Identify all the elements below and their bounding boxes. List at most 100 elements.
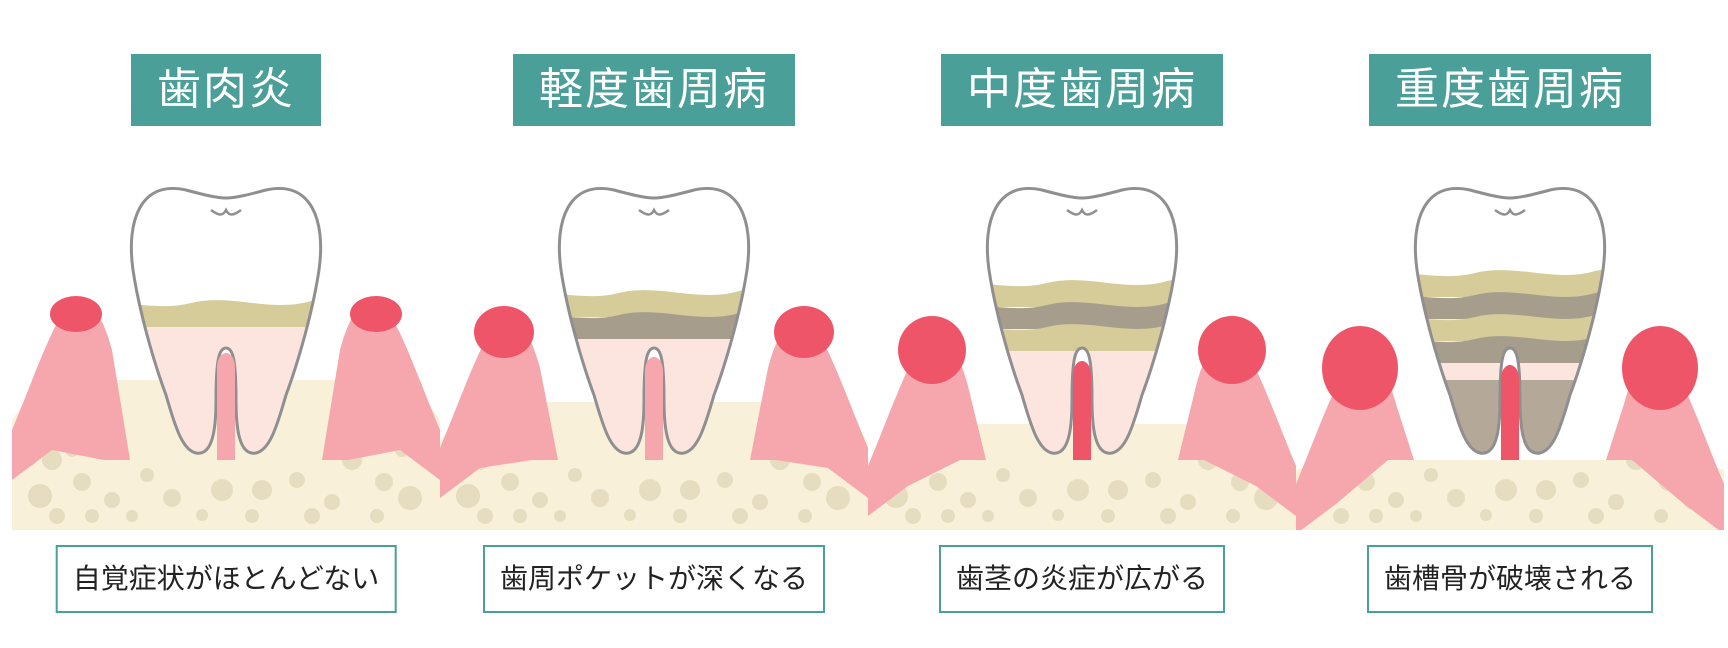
gum-inflammation-right	[1198, 316, 1266, 384]
stage-caption: 自覚症状がほとんどない	[55, 545, 397, 613]
bone-spot	[982, 510, 994, 522]
gum-inflammation-right	[774, 306, 834, 358]
gum-inflammation-left	[1322, 326, 1398, 410]
bone-spot	[85, 509, 99, 523]
bone-spot	[996, 468, 1010, 482]
bone-spot	[673, 509, 687, 523]
bone-spot	[104, 492, 120, 508]
bone-spot	[960, 492, 976, 508]
bone-spot	[324, 494, 340, 510]
tartar-band	[559, 311, 749, 339]
bone-spot	[375, 473, 393, 491]
stage-title: 重度歯周病	[1369, 54, 1651, 126]
bone-spot	[1226, 509, 1240, 523]
gum-left	[440, 319, 558, 530]
bone-spot	[1067, 479, 1089, 501]
tartar-band	[1415, 269, 1605, 297]
tartar-band	[559, 289, 749, 317]
gum-left	[868, 337, 986, 530]
gum-right	[1178, 337, 1296, 530]
bone-spot	[803, 473, 821, 491]
bone-spot	[826, 486, 850, 510]
gum-right	[322, 301, 440, 530]
bone-spot	[798, 509, 812, 523]
bone-spot	[752, 494, 768, 510]
crown-groove	[638, 207, 670, 216]
bone-spot	[1108, 480, 1128, 500]
bone-spot	[1495, 479, 1517, 501]
stage-panel-moderate: 中度歯周病 歯茎の炎症が広がる	[868, 0, 1296, 648]
bone-spot	[28, 484, 52, 508]
bone-spot	[456, 484, 480, 508]
bone-spot	[398, 486, 422, 510]
bone-spot	[717, 472, 733, 488]
bone-spot	[1573, 472, 1589, 488]
bone-spot	[1145, 472, 1161, 488]
crown-groove	[210, 207, 242, 216]
tartar-band	[987, 279, 1177, 307]
tooth-outline	[1413, 187, 1607, 455]
interdental-gum	[217, 353, 235, 460]
gum-layer	[440, 306, 868, 530]
interdental-gum	[645, 357, 663, 460]
bone-spot	[1480, 509, 1492, 521]
bone-spot	[929, 473, 947, 491]
stage-title: 歯肉炎	[131, 54, 321, 126]
bone-spot	[1160, 508, 1176, 524]
bone-spot	[211, 479, 233, 501]
gum-left	[12, 301, 130, 530]
tartar-band	[987, 301, 1177, 329]
bone-spot	[905, 508, 921, 524]
bone-spot	[1608, 494, 1624, 510]
tooth-outline	[557, 187, 751, 455]
bone-spot	[1424, 468, 1438, 482]
gum-inflammation-right	[1622, 326, 1698, 410]
bone-spot	[941, 509, 955, 523]
bone-spot	[680, 480, 700, 500]
bone-spot	[1654, 509, 1668, 523]
stage-panel-severe: 重度歯周病 歯槽骨が破壊される	[1296, 0, 1724, 648]
tooth-illustration	[440, 187, 868, 530]
gum-inflammation-left	[50, 296, 102, 332]
bone-spot	[1536, 480, 1556, 500]
gum-inflammation-left	[898, 316, 966, 384]
bone-spot	[245, 509, 259, 523]
bone-spot	[140, 468, 154, 482]
bone-spot	[532, 492, 548, 508]
bone-spot	[1369, 509, 1383, 523]
crown-groove	[1494, 207, 1526, 216]
bone-spot	[163, 489, 181, 507]
gum-layer	[868, 316, 1296, 530]
tooth-illustration	[868, 187, 1296, 530]
tooth-illustration	[1296, 187, 1724, 530]
bone-spot	[1052, 509, 1064, 521]
gum-layer	[12, 296, 440, 530]
bone-spot	[1101, 509, 1115, 523]
stage-panel-mild: 軽度歯周病 歯周ポケットが深くなる	[440, 0, 868, 648]
gum-right	[750, 319, 868, 530]
bone-spot	[252, 480, 272, 500]
bone-spot	[42, 450, 62, 470]
gum-layer	[1296, 326, 1724, 530]
bone-spot	[513, 509, 527, 523]
tooth-outline	[129, 187, 323, 455]
tartar-band	[1415, 313, 1605, 341]
stage-title: 軽度歯周病	[513, 54, 795, 126]
bone-spot	[289, 472, 305, 488]
stage-caption: 歯周ポケットが深くなる	[482, 545, 826, 613]
crown-groove	[1066, 207, 1098, 216]
bone-spot	[1529, 509, 1543, 523]
tooth-illustration	[12, 187, 440, 530]
bone-spot	[1180, 494, 1196, 510]
interdental-gum	[1501, 365, 1519, 460]
stage-caption: 歯槽骨が破壊される	[1366, 545, 1654, 613]
bone-spot	[639, 479, 661, 501]
bone-spot	[477, 508, 493, 524]
bone-spot	[304, 508, 320, 524]
stage-caption: 歯茎の炎症が広がる	[938, 545, 1226, 613]
bone-spot	[501, 473, 519, 491]
tartar-band	[131, 299, 321, 327]
bone-spot	[370, 509, 384, 523]
bone-spot	[732, 508, 748, 524]
bone-spot	[591, 489, 609, 507]
